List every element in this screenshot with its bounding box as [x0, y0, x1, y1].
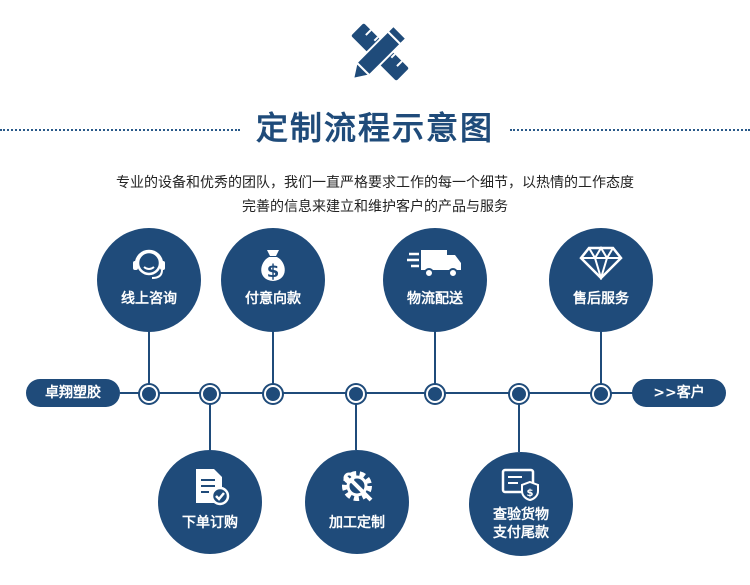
step-inspect-label-2: 支付尾款 [493, 525, 549, 541]
connector-process [355, 394, 357, 450]
end-pill: >>客户 [632, 379, 726, 407]
timeline-dot-delivery [426, 385, 444, 403]
title-divider-right [510, 129, 750, 131]
document-check-icon [158, 466, 262, 510]
timeline-dot-payment [264, 385, 282, 403]
step-aftersale: 售后服务 [549, 228, 653, 332]
page-title: 定制流程示意图 [255, 109, 494, 147]
pencil-ruler-logo-icon [340, 14, 420, 90]
svg-text:$: $ [527, 488, 534, 499]
intro-line-1: 专业的设备和优秀的团队，我们一直严格要求工作的每一个细节，以热情的工作态度 [116, 175, 634, 191]
step-delivery: 物流配送 [383, 228, 487, 332]
step-inspect-label-1: 查验货物 [493, 507, 549, 523]
step-process: 加工定制 [305, 450, 409, 554]
diamond-icon [549, 246, 653, 284]
connector-inspect [518, 394, 520, 452]
intro-line-2: 完善的信息来建立和维护客户的产品与服务 [242, 199, 508, 215]
title-divider-left [0, 129, 240, 131]
customer-service-icon [97, 246, 201, 286]
gear-wrench-icon [305, 466, 409, 510]
delivery-truck-icon [383, 246, 487, 284]
timeline-dot-aftersale [592, 385, 610, 403]
step-delivery-label: 物流配送 [407, 291, 463, 307]
connector-delivery [434, 326, 436, 392]
connector-consult [148, 326, 150, 392]
step-aftersale-label: 售后服务 [573, 291, 629, 307]
step-payment-label: 付意向款 [245, 291, 301, 307]
timeline-dot-process [347, 385, 365, 403]
step-process-label: 加工定制 [329, 515, 385, 531]
connector-payment [272, 326, 274, 392]
step-inspect: $ 查验货物 支付尾款 [469, 452, 573, 556]
step-order-label: 下单订购 [182, 515, 238, 531]
step-consult: 线上咨询 [97, 228, 201, 332]
timeline-dot-order [201, 385, 219, 403]
money-bag-icon: $ [221, 246, 325, 288]
connector-aftersale [600, 326, 602, 392]
start-pill: 卓翔塑胶 [26, 379, 120, 407]
timeline [120, 392, 640, 394]
step-payment: $ 付意向款 [221, 228, 325, 332]
svg-text:$: $ [267, 261, 280, 282]
step-order: 下单订购 [158, 450, 262, 554]
step-consult-label: 线上咨询 [121, 291, 177, 307]
timeline-dot-inspect [510, 385, 528, 403]
timeline-dot-consult [140, 385, 158, 403]
payment-shield-icon: $ [469, 466, 573, 506]
connector-order [209, 394, 211, 450]
